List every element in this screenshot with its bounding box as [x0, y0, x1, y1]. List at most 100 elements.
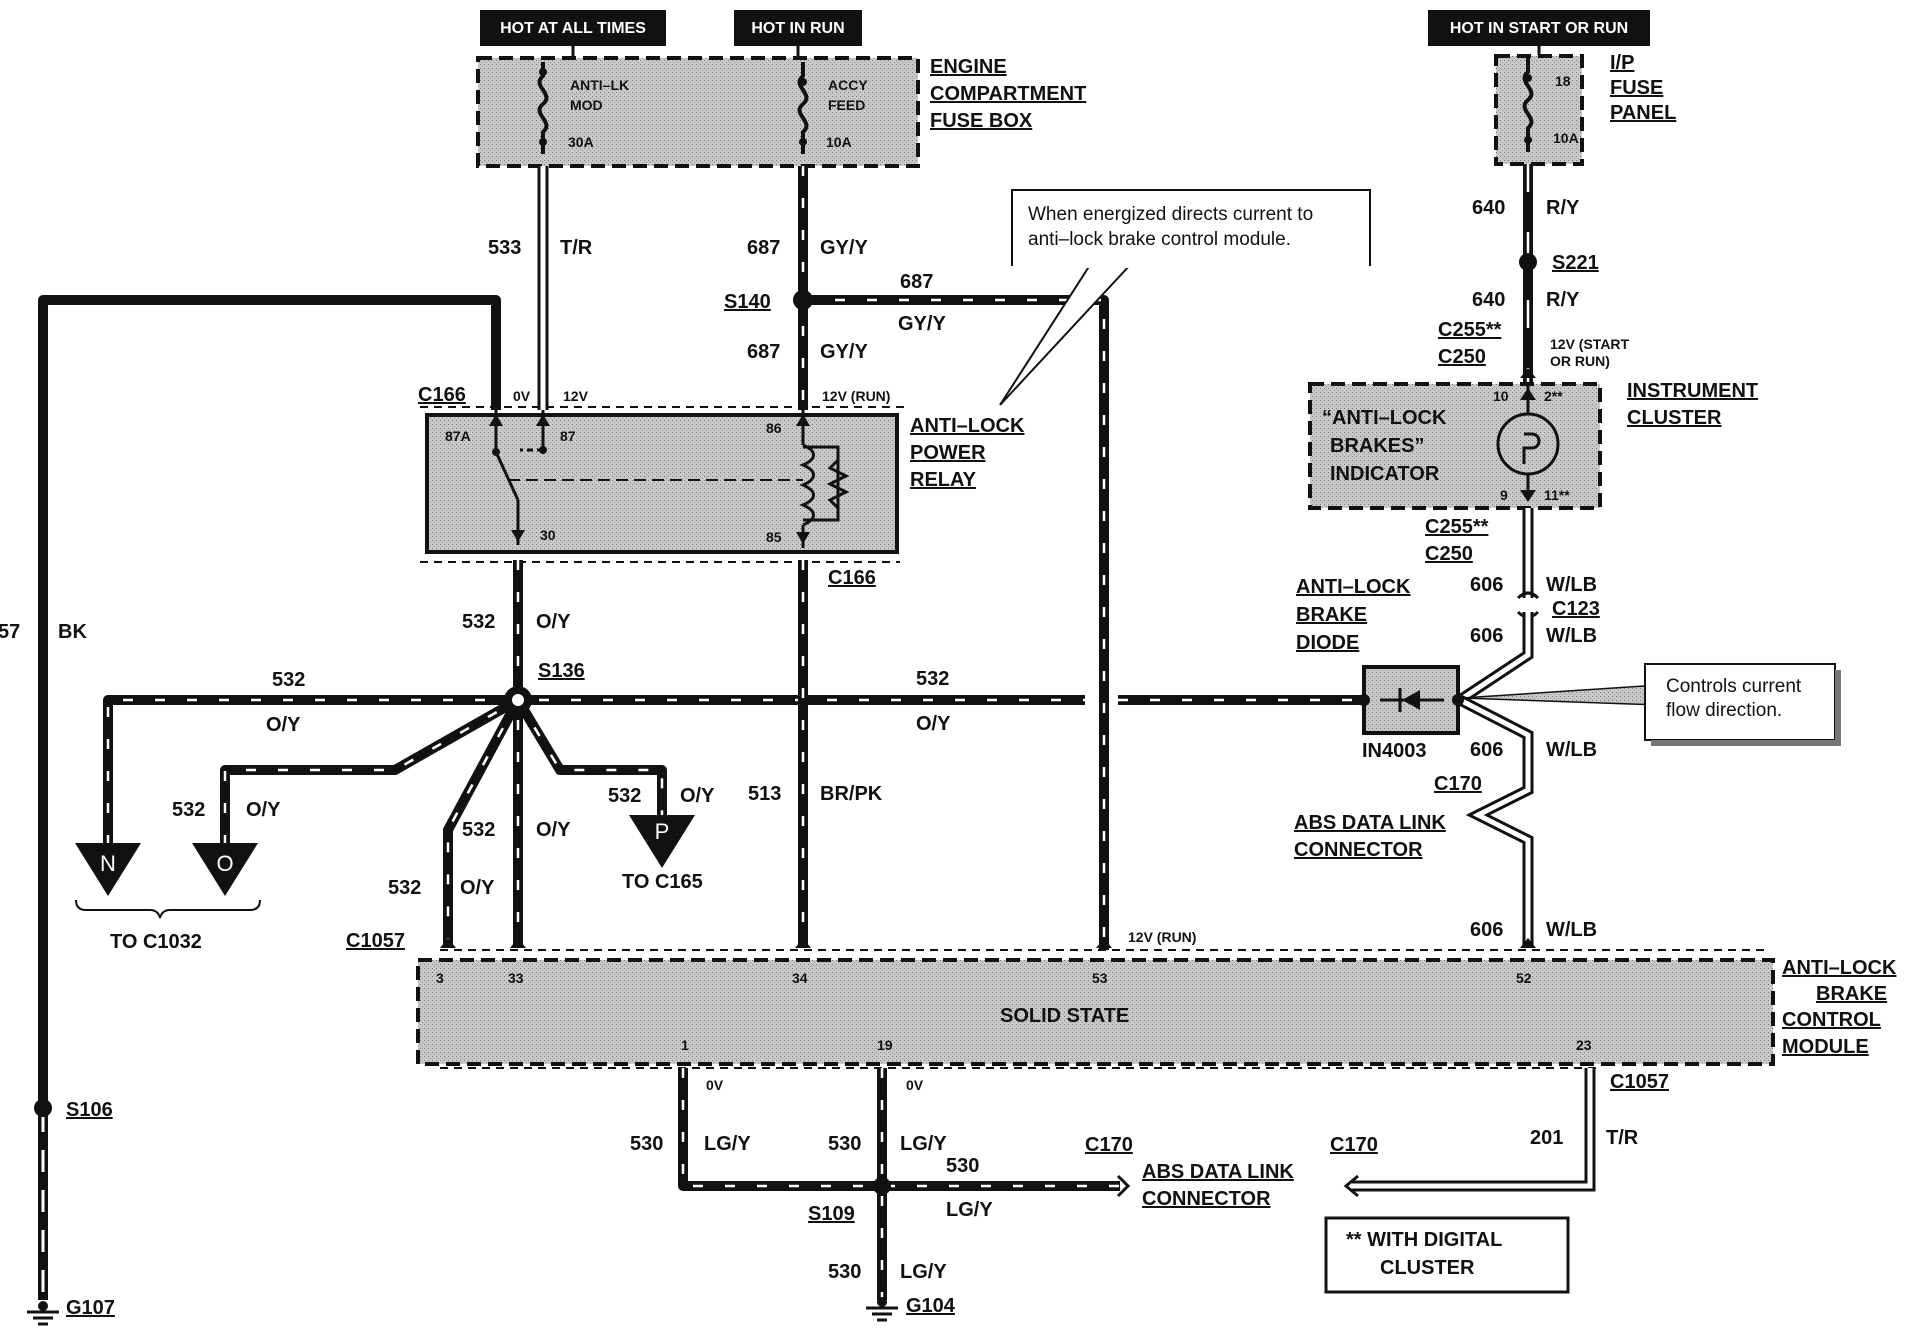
- wire-606: [1456, 508, 1540, 945]
- wire-687-num-c: 687: [747, 341, 780, 363]
- svg-text:2**: 2**: [1544, 388, 1563, 404]
- hot-in-run-tag: HOT IN RUN: [734, 10, 862, 46]
- svg-text:“ANTI–LOCK: “ANTI–LOCK: [1322, 407, 1447, 429]
- abs-link-connector-icon: [1116, 1174, 1131, 1198]
- s109-splice: [873, 1177, 891, 1195]
- svg-text:HOT IN START OR RUN: HOT IN START OR RUN: [1450, 20, 1628, 37]
- relay-label-3: RELAY: [910, 469, 977, 491]
- wire-201: [1343, 1068, 1596, 1198]
- diode-label-3: DIODE: [1296, 632, 1359, 654]
- svg-text:CLUSTER: CLUSTER: [1380, 1257, 1475, 1279]
- wire-687-color-c: GY/Y: [820, 341, 868, 363]
- wire-57-num: 57: [0, 621, 20, 643]
- svg-text:23: 23: [1576, 1037, 1592, 1053]
- wire-532-num-left: 532: [272, 669, 305, 691]
- hot-in-start-or-run-tag: HOT IN START OR RUN: [1428, 10, 1650, 46]
- module-0v-b: 0V: [906, 1077, 924, 1093]
- module-0v-a: 0V: [706, 1077, 724, 1093]
- abs-link-label-1: ABS DATA LINK: [1294, 812, 1446, 834]
- svg-text:1: 1: [681, 1037, 689, 1053]
- svg-text:When energized directs current: When energized directs current to: [1028, 204, 1313, 225]
- wire-640-num-b: 640: [1472, 289, 1505, 311]
- cluster-voltage-2: OR RUN): [1550, 353, 1610, 369]
- wire-640-color-b: R/Y: [1546, 289, 1580, 311]
- module-label-3: CONTROL: [1782, 1009, 1881, 1031]
- wire-533-num: 533: [488, 237, 521, 259]
- svg-text:87A: 87A: [445, 428, 471, 444]
- c255-label-bottom: C255**: [1425, 516, 1489, 538]
- s106-label: S106: [66, 1099, 113, 1121]
- svg-text:34: 34: [792, 970, 808, 986]
- svg-text:SOLID STATE: SOLID STATE: [1000, 1005, 1129, 1027]
- wire-57: [38, 295, 501, 1300]
- c170-label-b: C170: [1085, 1134, 1133, 1156]
- wire-532-color-3: O/Y: [460, 877, 495, 899]
- svg-text:10A: 10A: [826, 134, 852, 150]
- svg-text:INDICATOR: INDICATOR: [1330, 463, 1440, 485]
- svg-text:3: 3: [436, 970, 444, 986]
- svg-text:HOT AT ALL TIMES: HOT AT ALL TIMES: [500, 20, 646, 37]
- wire-532-color-left: O/Y: [266, 714, 301, 736]
- cluster-label-2: CLUSTER: [1627, 407, 1722, 429]
- module-label-2: BRAKE: [1816, 983, 1887, 1005]
- wire-532-color-right: O/Y: [916, 713, 951, 735]
- ip-panel-label-1: I/P: [1610, 52, 1634, 74]
- diode-part-number: IN4003: [1362, 740, 1427, 762]
- wire-530-num-d: 530: [828, 1261, 861, 1283]
- wire-532-color-33: O/Y: [536, 819, 571, 841]
- fuse-box-label-1: ENGINE: [930, 56, 1007, 78]
- svg-text:anti–lock brake control module: anti–lock brake control module.: [1028, 229, 1291, 250]
- anti-lock-brake-diode: [1358, 665, 1464, 735]
- wire-530-color-c: LG/Y: [946, 1199, 993, 1221]
- wire-606-color-c: W/LB: [1546, 739, 1597, 761]
- wire-57-color: BK: [58, 621, 87, 643]
- wire-687-color-b: GY/Y: [898, 313, 946, 335]
- s221-splice: [1519, 253, 1537, 271]
- s140-splice: [793, 290, 813, 310]
- c1057-label-top: C1057: [346, 930, 405, 952]
- svg-text:53: 53: [1092, 970, 1108, 986]
- wire-530-color-d: LG/Y: [900, 1261, 947, 1283]
- c170-label-a: C170: [1434, 773, 1482, 795]
- s109-label: S109: [808, 1203, 855, 1225]
- svg-text:9: 9: [1500, 487, 1508, 503]
- svg-text:11**: 11**: [1544, 487, 1570, 503]
- wire-606-color-a: W/LB: [1546, 574, 1597, 596]
- svg-text:87: 87: [560, 428, 576, 444]
- c250-label-top: C250: [1438, 346, 1486, 368]
- svg-text:N: N: [100, 851, 116, 876]
- wire-606-num-d: 606: [1470, 919, 1503, 941]
- c166-label-top: C166: [418, 384, 466, 406]
- wire-687-num-a: 687: [747, 237, 780, 259]
- svg-text:BRAKES”: BRAKES”: [1330, 435, 1424, 457]
- wire-530-color-a: LG/Y: [704, 1133, 751, 1155]
- anti-lock-brake-control-module: 3 33 34 53 52 SOLID STATE 1 19 23: [416, 958, 1775, 1066]
- svg-text:30A: 30A: [568, 134, 594, 150]
- diode-callout: Controls current flow direction.: [1461, 663, 1841, 746]
- relay-callout: When energized directs current to anti–l…: [999, 189, 1371, 406]
- svg-text:33: 33: [508, 970, 524, 986]
- wire-687: [798, 166, 1109, 950]
- relay-12v: 12V: [563, 388, 589, 404]
- svg-text:ACCY: ACCY: [828, 77, 868, 93]
- abs-link-label-2: CONNECTOR: [1294, 839, 1423, 861]
- wire-532-num-33: 532: [462, 819, 495, 841]
- c166-label-bottom: C166: [828, 567, 876, 589]
- svg-text:FEED: FEED: [828, 97, 865, 113]
- wire-513-color: BR/PK: [820, 783, 883, 805]
- c250-label-bottom: C250: [1425, 543, 1473, 565]
- svg-text:HOT IN RUN: HOT IN RUN: [751, 20, 844, 37]
- diode-label-1: ANTI–LOCK: [1296, 576, 1411, 598]
- wire-532-num-3: 532: [388, 877, 421, 899]
- wire-532-color-o: O/Y: [246, 799, 281, 821]
- s140-label: S140: [724, 291, 771, 313]
- wire-532-num-main: 532: [462, 611, 495, 633]
- wire-530-color-b: LG/Y: [900, 1133, 947, 1155]
- hot-at-all-times-tag: HOT AT ALL TIMES: [480, 10, 666, 46]
- c170-label-c: C170: [1330, 1134, 1378, 1156]
- offpage-p: P: [629, 815, 695, 868]
- svg-text:52: 52: [1516, 970, 1532, 986]
- to-c165: TO C165: [622, 871, 703, 893]
- wire-201-num: 201: [1530, 1127, 1563, 1149]
- wire-532-num-o: 532: [172, 799, 205, 821]
